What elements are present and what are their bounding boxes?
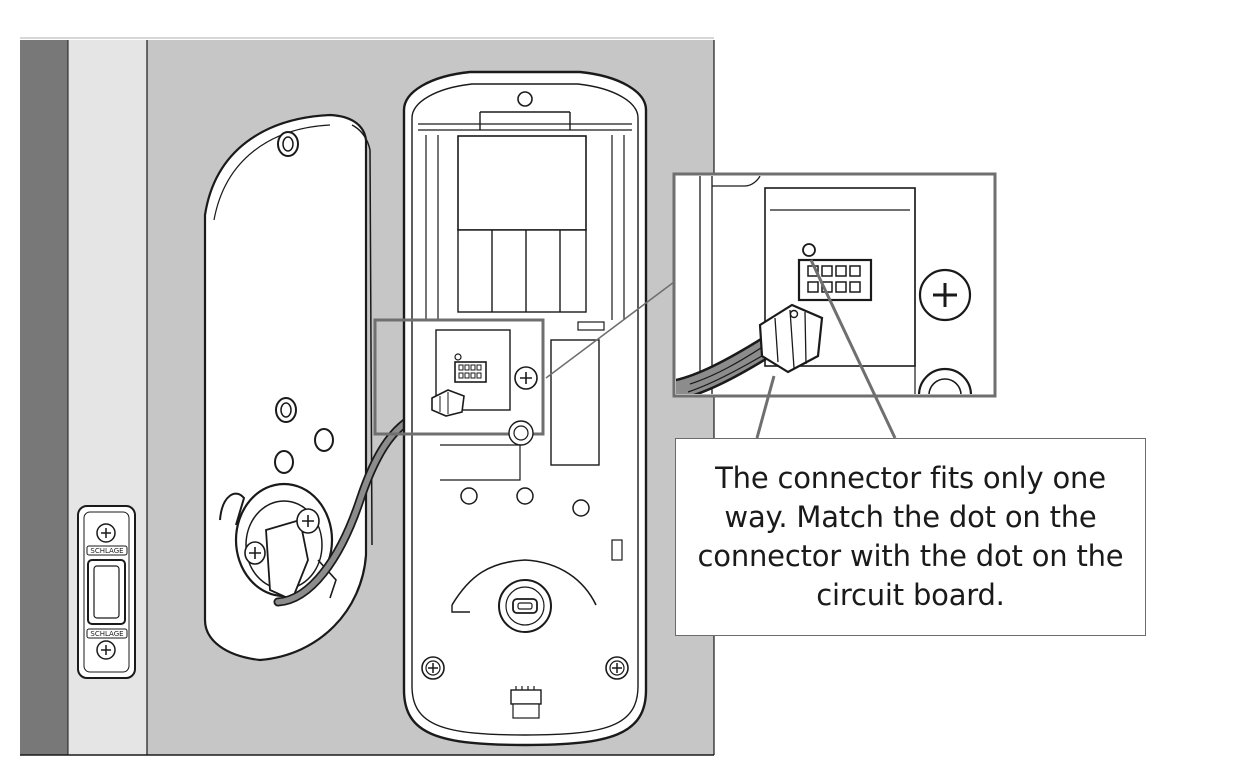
- interior-lock-assembly: [402, 70, 648, 747]
- screw-icon: [244, 541, 266, 565]
- screw-icon: [514, 366, 538, 390]
- callout-text: The connector fits only one way. Match t…: [697, 461, 1124, 612]
- screw-icon: [96, 640, 116, 660]
- screw-icon: [96, 523, 116, 543]
- screw-icon: [605, 656, 629, 680]
- callout-pointers: [755, 259, 897, 439]
- usb-port: [498, 579, 552, 633]
- screw-icon: [296, 508, 320, 534]
- screw-icon: [918, 268, 972, 322]
- circuit-board-connector: [797, 243, 873, 302]
- brand-stamp-bottom: SCHLAGE: [90, 630, 123, 638]
- cable-connector: [758, 303, 824, 374]
- interior-mounting-plate: [203, 113, 373, 662]
- callout-box: The connector fits only one way. Match t…: [675, 438, 1146, 636]
- zoom-inset: [672, 172, 997, 398]
- door-edge-dark: [20, 40, 68, 755]
- circuit-board-connector: [454, 353, 487, 383]
- screw-icon: [421, 656, 445, 680]
- zoom-leader-line: [545, 281, 675, 379]
- latch-plate: SCHLAGE SCHLAGE: [77, 505, 136, 679]
- cable-connector: [431, 389, 465, 417]
- connector-highlight: [373, 318, 545, 446]
- brand-stamp-top: SCHLAGE: [90, 547, 123, 555]
